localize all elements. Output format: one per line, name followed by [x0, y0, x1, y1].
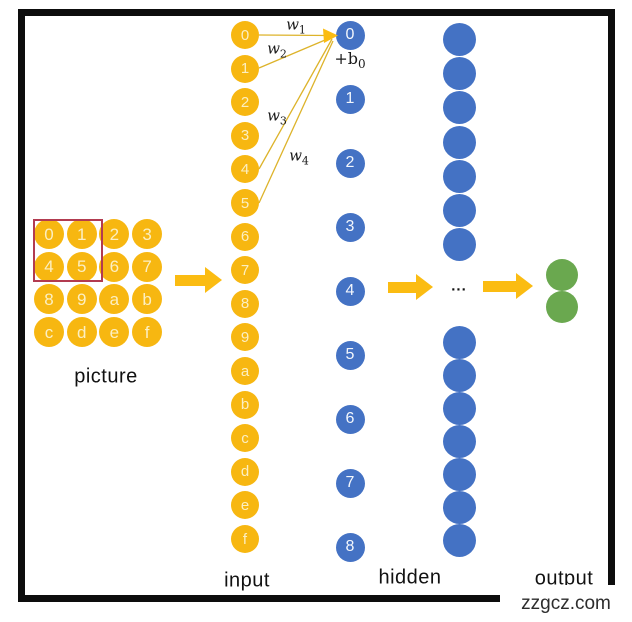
hidden-node-unlabeled [442, 22, 476, 56]
weight-label-w3: w3 [267, 106, 287, 128]
input-node: 3 [231, 121, 259, 150]
watermark-text: zzgcz.com [521, 592, 611, 614]
hidden-node: 6 [335, 404, 365, 434]
input-node: 9 [231, 323, 259, 352]
input-node: 0 [231, 21, 259, 49]
input-node: 6 [231, 222, 259, 251]
input-node: 2 [231, 88, 259, 117]
hidden-node-unlabeled [442, 424, 476, 458]
hidden-node: 1 [335, 84, 365, 114]
input-node: e [231, 491, 259, 520]
arrow-head [205, 267, 222, 293]
weight-label-w1: w1 [286, 15, 306, 37]
hidden-node-unlabeled [442, 490, 476, 524]
weight-label-w4: w4 [289, 146, 309, 168]
input-node: 8 [231, 289, 259, 318]
hidden-node-unlabeled [442, 325, 476, 359]
input-node: 5 [231, 189, 259, 217]
hidden-node: 5 [335, 340, 365, 370]
hidden-node-unlabeled [442, 523, 476, 557]
hidden-node: 4 [335, 276, 365, 306]
picture-label: picture [74, 365, 138, 388]
input-node: b [231, 390, 259, 419]
hidden-node: 2 [335, 148, 365, 178]
arrow-shaft [175, 274, 205, 286]
arrow-head [516, 273, 533, 299]
hidden-ellipsis: ... [451, 277, 467, 295]
picture-cell: d [66, 317, 97, 348]
picture-cell: 5 [66, 251, 97, 282]
hidden-node: 7 [335, 468, 365, 498]
input-label: input [224, 569, 270, 592]
arrow-shaft [388, 281, 416, 293]
arrow-head [416, 274, 433, 300]
arrow-shaft [483, 280, 516, 292]
picture-cell: 8 [34, 284, 64, 315]
hidden-node: 8 [335, 532, 365, 562]
output-node [546, 291, 578, 323]
image-border-frame [18, 9, 615, 602]
hidden-label: hidden [378, 566, 442, 589]
input-node: d [231, 457, 259, 486]
hidden-node-unlabeled [442, 90, 476, 124]
hidden-node-unlabeled [442, 193, 476, 227]
watermark-strip: zzgcz.com [500, 585, 632, 622]
picture-cell: 2 [99, 219, 130, 249]
hidden-node: 0 [335, 20, 365, 50]
picture-cell: 1 [66, 219, 97, 249]
picture-cell: a [99, 284, 130, 315]
picture-cell: 9 [66, 284, 97, 315]
input-node: c [231, 424, 259, 453]
picture-cell: b [132, 284, 163, 315]
picture-cell: e [99, 317, 130, 348]
hidden-node-unlabeled [442, 227, 476, 261]
picture-cell: f [132, 317, 163, 348]
hidden-node-unlabeled [442, 391, 476, 425]
arrow-picture-to-input-icon [175, 267, 222, 293]
hidden-node: 3 [335, 212, 365, 242]
hidden-node-unlabeled [442, 159, 476, 193]
bias-label: +b0 [334, 48, 366, 72]
picture-highlight-rect [33, 219, 103, 282]
output-label: output [534, 567, 594, 590]
hidden-node-unlabeled [442, 125, 476, 159]
picture-cell: 7 [132, 251, 163, 282]
input-node: 7 [231, 256, 259, 285]
input-node: 4 [231, 155, 259, 184]
input-node: a [231, 357, 259, 385]
picture-cell: 6 [99, 251, 130, 282]
arrow-hidden-to-more-icon [388, 274, 433, 300]
hidden-node-unlabeled [442, 56, 476, 90]
input-node: 1 [231, 54, 259, 83]
picture-cell: 0 [34, 219, 64, 249]
picture-cell: c [34, 317, 64, 348]
output-node [546, 259, 578, 291]
picture-cell: 3 [132, 219, 163, 249]
hidden-node-unlabeled [442, 457, 476, 491]
weight-label-w2: w2 [267, 39, 287, 61]
hidden-node-unlabeled [442, 358, 476, 392]
input-node: f [231, 525, 259, 553]
picture-cell: 4 [34, 251, 64, 282]
arrow-to-output-icon [483, 273, 533, 299]
